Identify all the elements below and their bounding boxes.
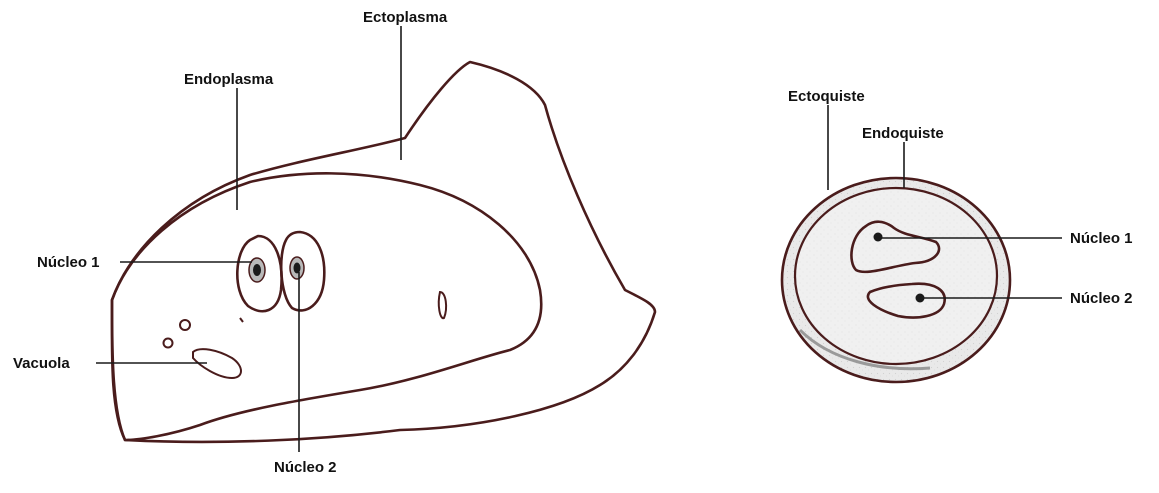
label-nucleo2-left: Núcleo 2 [274, 459, 337, 476]
label-nucleo1-left: Núcleo 1 [37, 254, 100, 271]
label-vacuola: Vacuola [13, 355, 70, 372]
label-endoquiste: Endoquiste [862, 125, 944, 142]
label-ectoplasma: Ectoplasma [363, 9, 448, 26]
vacuole-group [164, 292, 447, 378]
small-vacuole [164, 339, 173, 348]
endoplasm-region [112, 173, 541, 440]
label-ectoquiste: Ectoquiste [788, 88, 865, 105]
endocyst-wall [795, 188, 997, 364]
label-nucleo1-right: Núcleo 1 [1070, 230, 1133, 247]
nucleus-1-left [237, 236, 281, 311]
nucleus-2-left [281, 232, 324, 310]
small-vacuole [180, 320, 190, 330]
cyst [782, 178, 1010, 382]
label-endoplasma: Endoplasma [184, 71, 274, 88]
trophozoite [112, 62, 655, 442]
small-vacuole [439, 292, 446, 318]
label-nucleo2-right: Núcleo 2 [1070, 290, 1133, 307]
